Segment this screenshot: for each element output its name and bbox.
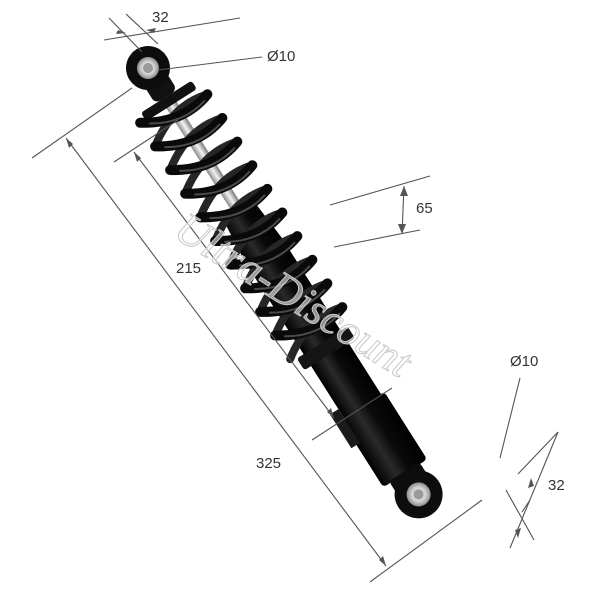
label-bottom-eye-width: 32 [548,477,565,494]
preload-collar [297,327,354,370]
label-top-eye-width: 32 [152,9,169,26]
label-overall-length: 325 [256,455,281,472]
label-spring-diameter: 65 [416,200,433,217]
leader-top-eye-diameter [157,56,263,71]
watermark: Ultra-Discount [167,203,422,388]
top-eye-hole [143,63,153,73]
bottom-eye-hole [413,489,424,500]
reservoir-clip [329,409,360,449]
lower-body [341,393,426,486]
dim-overall-length [31,87,483,583]
dim-bottom-eye-width [505,431,559,549]
coil-spring [135,89,348,341]
label-bottom-eye-diameter: Ø10 [510,353,538,370]
coil-spring-highlight [149,99,341,338]
shock-absorber [126,46,443,519]
label-spring-length: 215 [176,260,201,277]
dim-top-eye-width [103,13,241,53]
label-top-eye-diameter: Ø10 [267,48,295,65]
upper-spring-seat [142,81,196,121]
dim-spring-length [113,119,393,441]
leader-bottom-eye-diameter [499,377,521,459]
dim-spring-diameter [329,175,431,248]
